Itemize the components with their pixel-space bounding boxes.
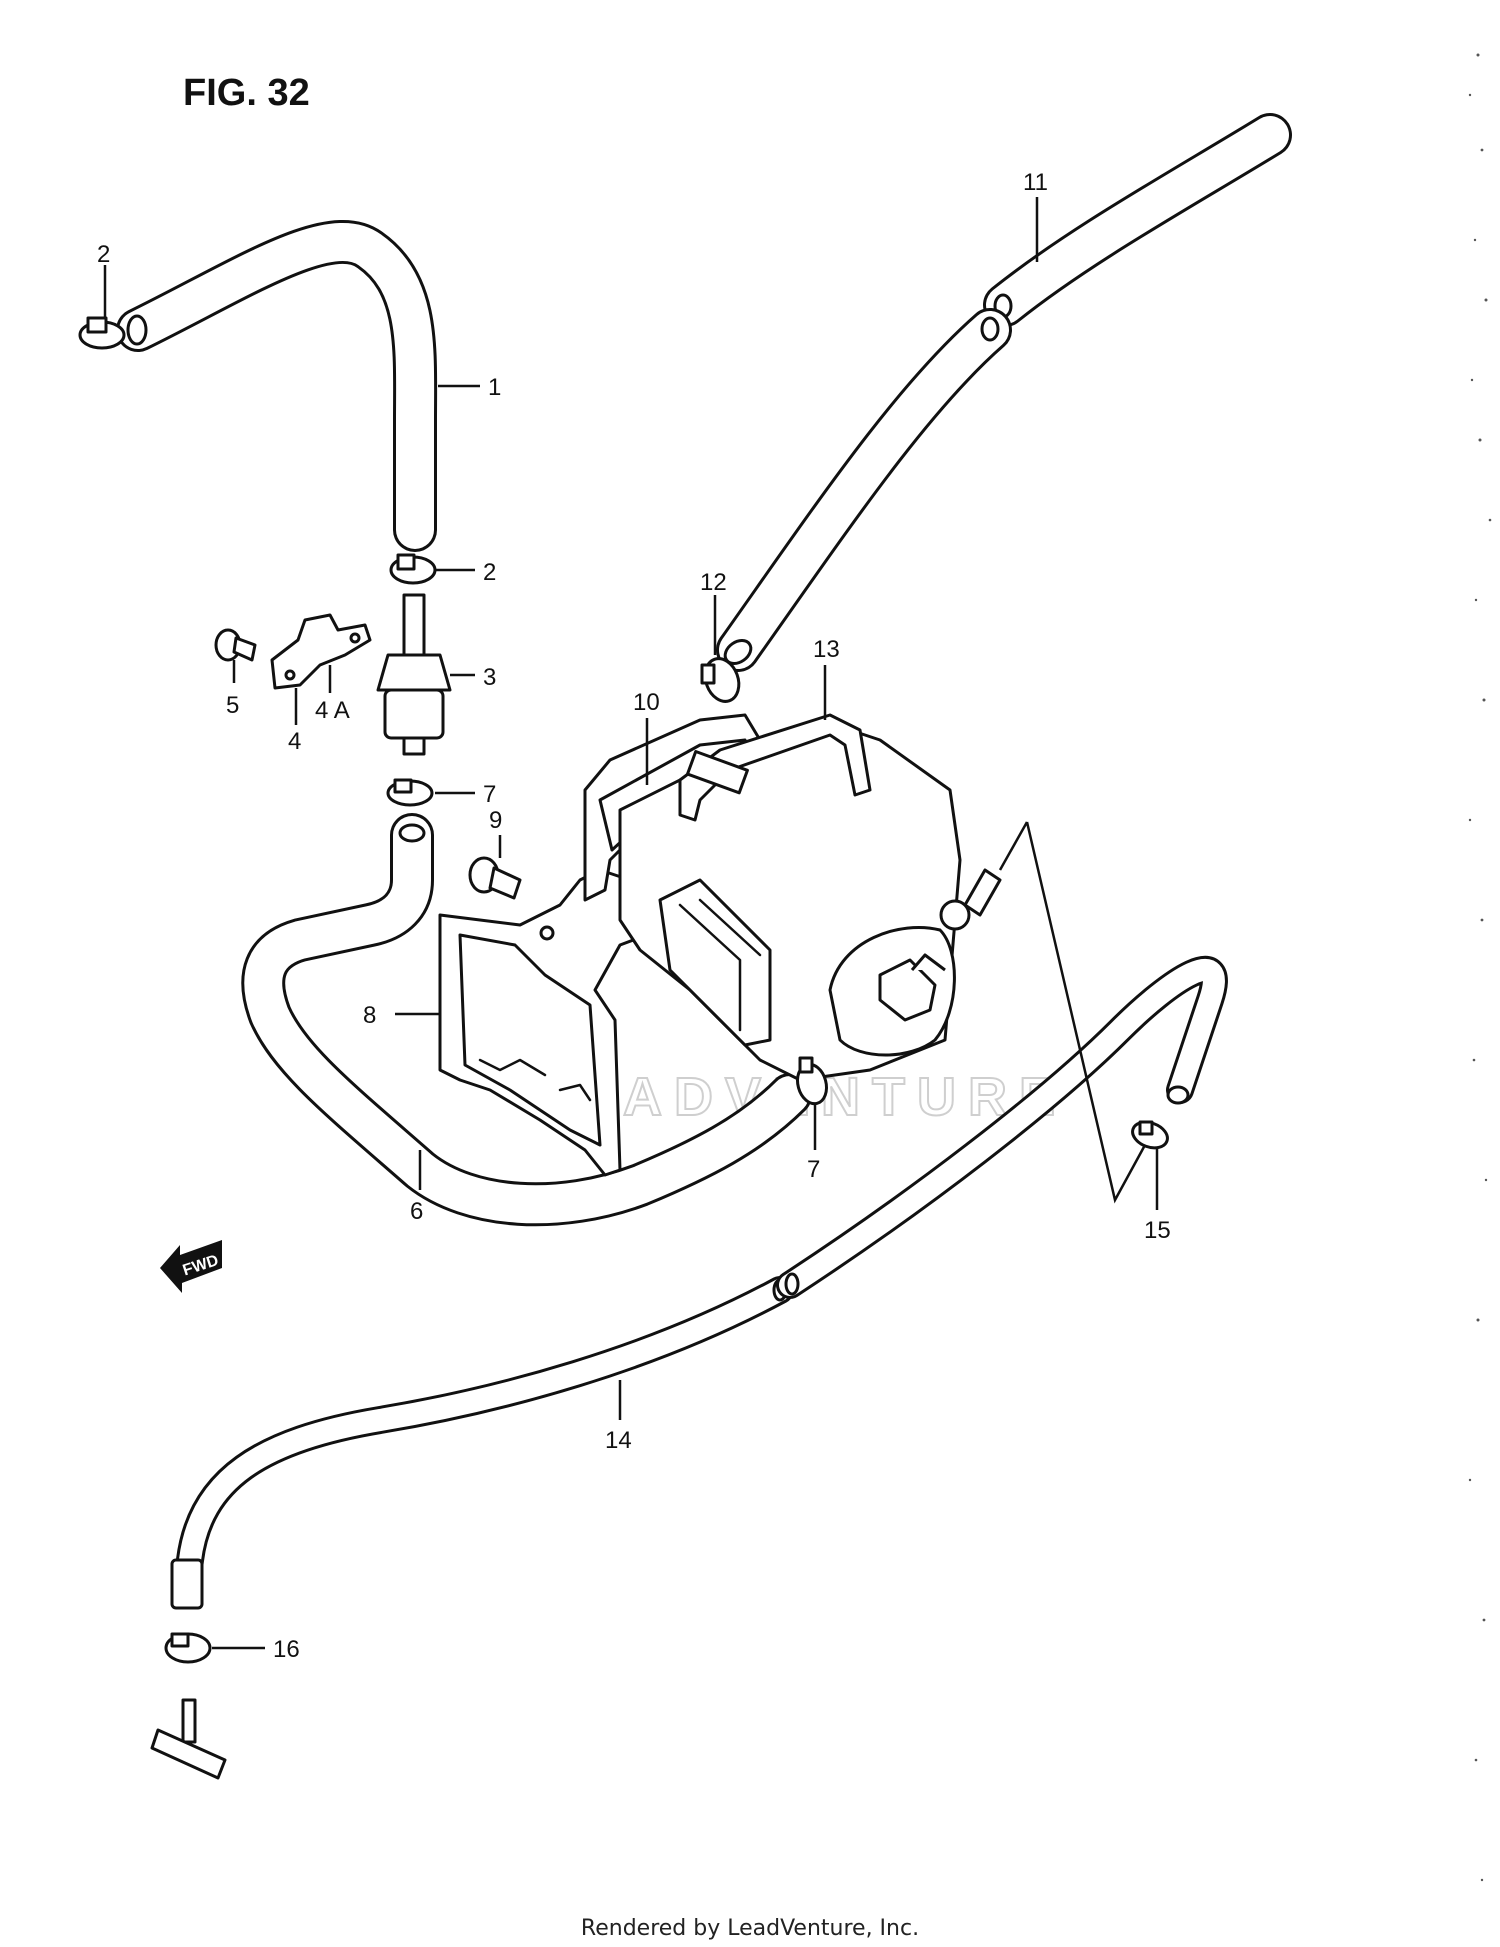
canister-10: [583, 713, 1002, 1082]
bolt-5: [214, 628, 257, 662]
callout-12: 12: [700, 569, 727, 596]
callout-11: 11: [1023, 169, 1048, 196]
callout-2-left: 2: [97, 241, 110, 268]
callout-5: 5: [226, 692, 239, 719]
clamp-15: [1131, 1120, 1169, 1150]
callout-10: 10: [633, 689, 660, 716]
fwd-arrow-icon: FWD: [160, 1240, 222, 1293]
figure-title: FIG. 32: [183, 72, 310, 114]
footer-credit: Rendered by LeadVenture, Inc.: [580, 1916, 920, 1941]
callout-7-upper: 7: [483, 781, 496, 808]
t-joint: [150, 1698, 227, 1780]
vacuum-line: [1025, 821, 1147, 1204]
callout-4a: 4 A: [315, 697, 350, 724]
callout-7-lower: 7: [807, 1156, 820, 1183]
callout-9: 9: [489, 807, 502, 834]
callout-3: 3: [483, 664, 496, 691]
callout-2-center: 2: [483, 559, 496, 586]
clamp-7-upper: [386, 778, 434, 807]
callout-13: 13: [813, 636, 840, 663]
callout-14: 14: [605, 1427, 632, 1454]
clamp-12: [700, 657, 741, 703]
callout-16: 16: [273, 1636, 300, 1663]
strap-13: [678, 713, 872, 822]
clamp-2-center: [389, 553, 437, 585]
callout-15: 15: [1144, 1217, 1171, 1244]
callout-1: 1: [488, 374, 501, 401]
bracket-4: [270, 613, 372, 690]
callout-4: 4: [288, 728, 301, 755]
scan-noise: [1468, 53, 1492, 1882]
callout-8: 8: [363, 1002, 376, 1029]
clamp-16: [164, 1632, 212, 1664]
clamp-7-lower: [796, 1056, 828, 1106]
hose-6: [241, 813, 812, 1227]
filter-3: [376, 593, 452, 756]
hose-11: [716, 113, 1292, 672]
hose-14: [170, 956, 1228, 1610]
hose-1: [116, 220, 438, 552]
callout-6: 6: [410, 1198, 423, 1225]
bolt-9: [468, 856, 522, 900]
clamp-2-left: [78, 316, 126, 350]
